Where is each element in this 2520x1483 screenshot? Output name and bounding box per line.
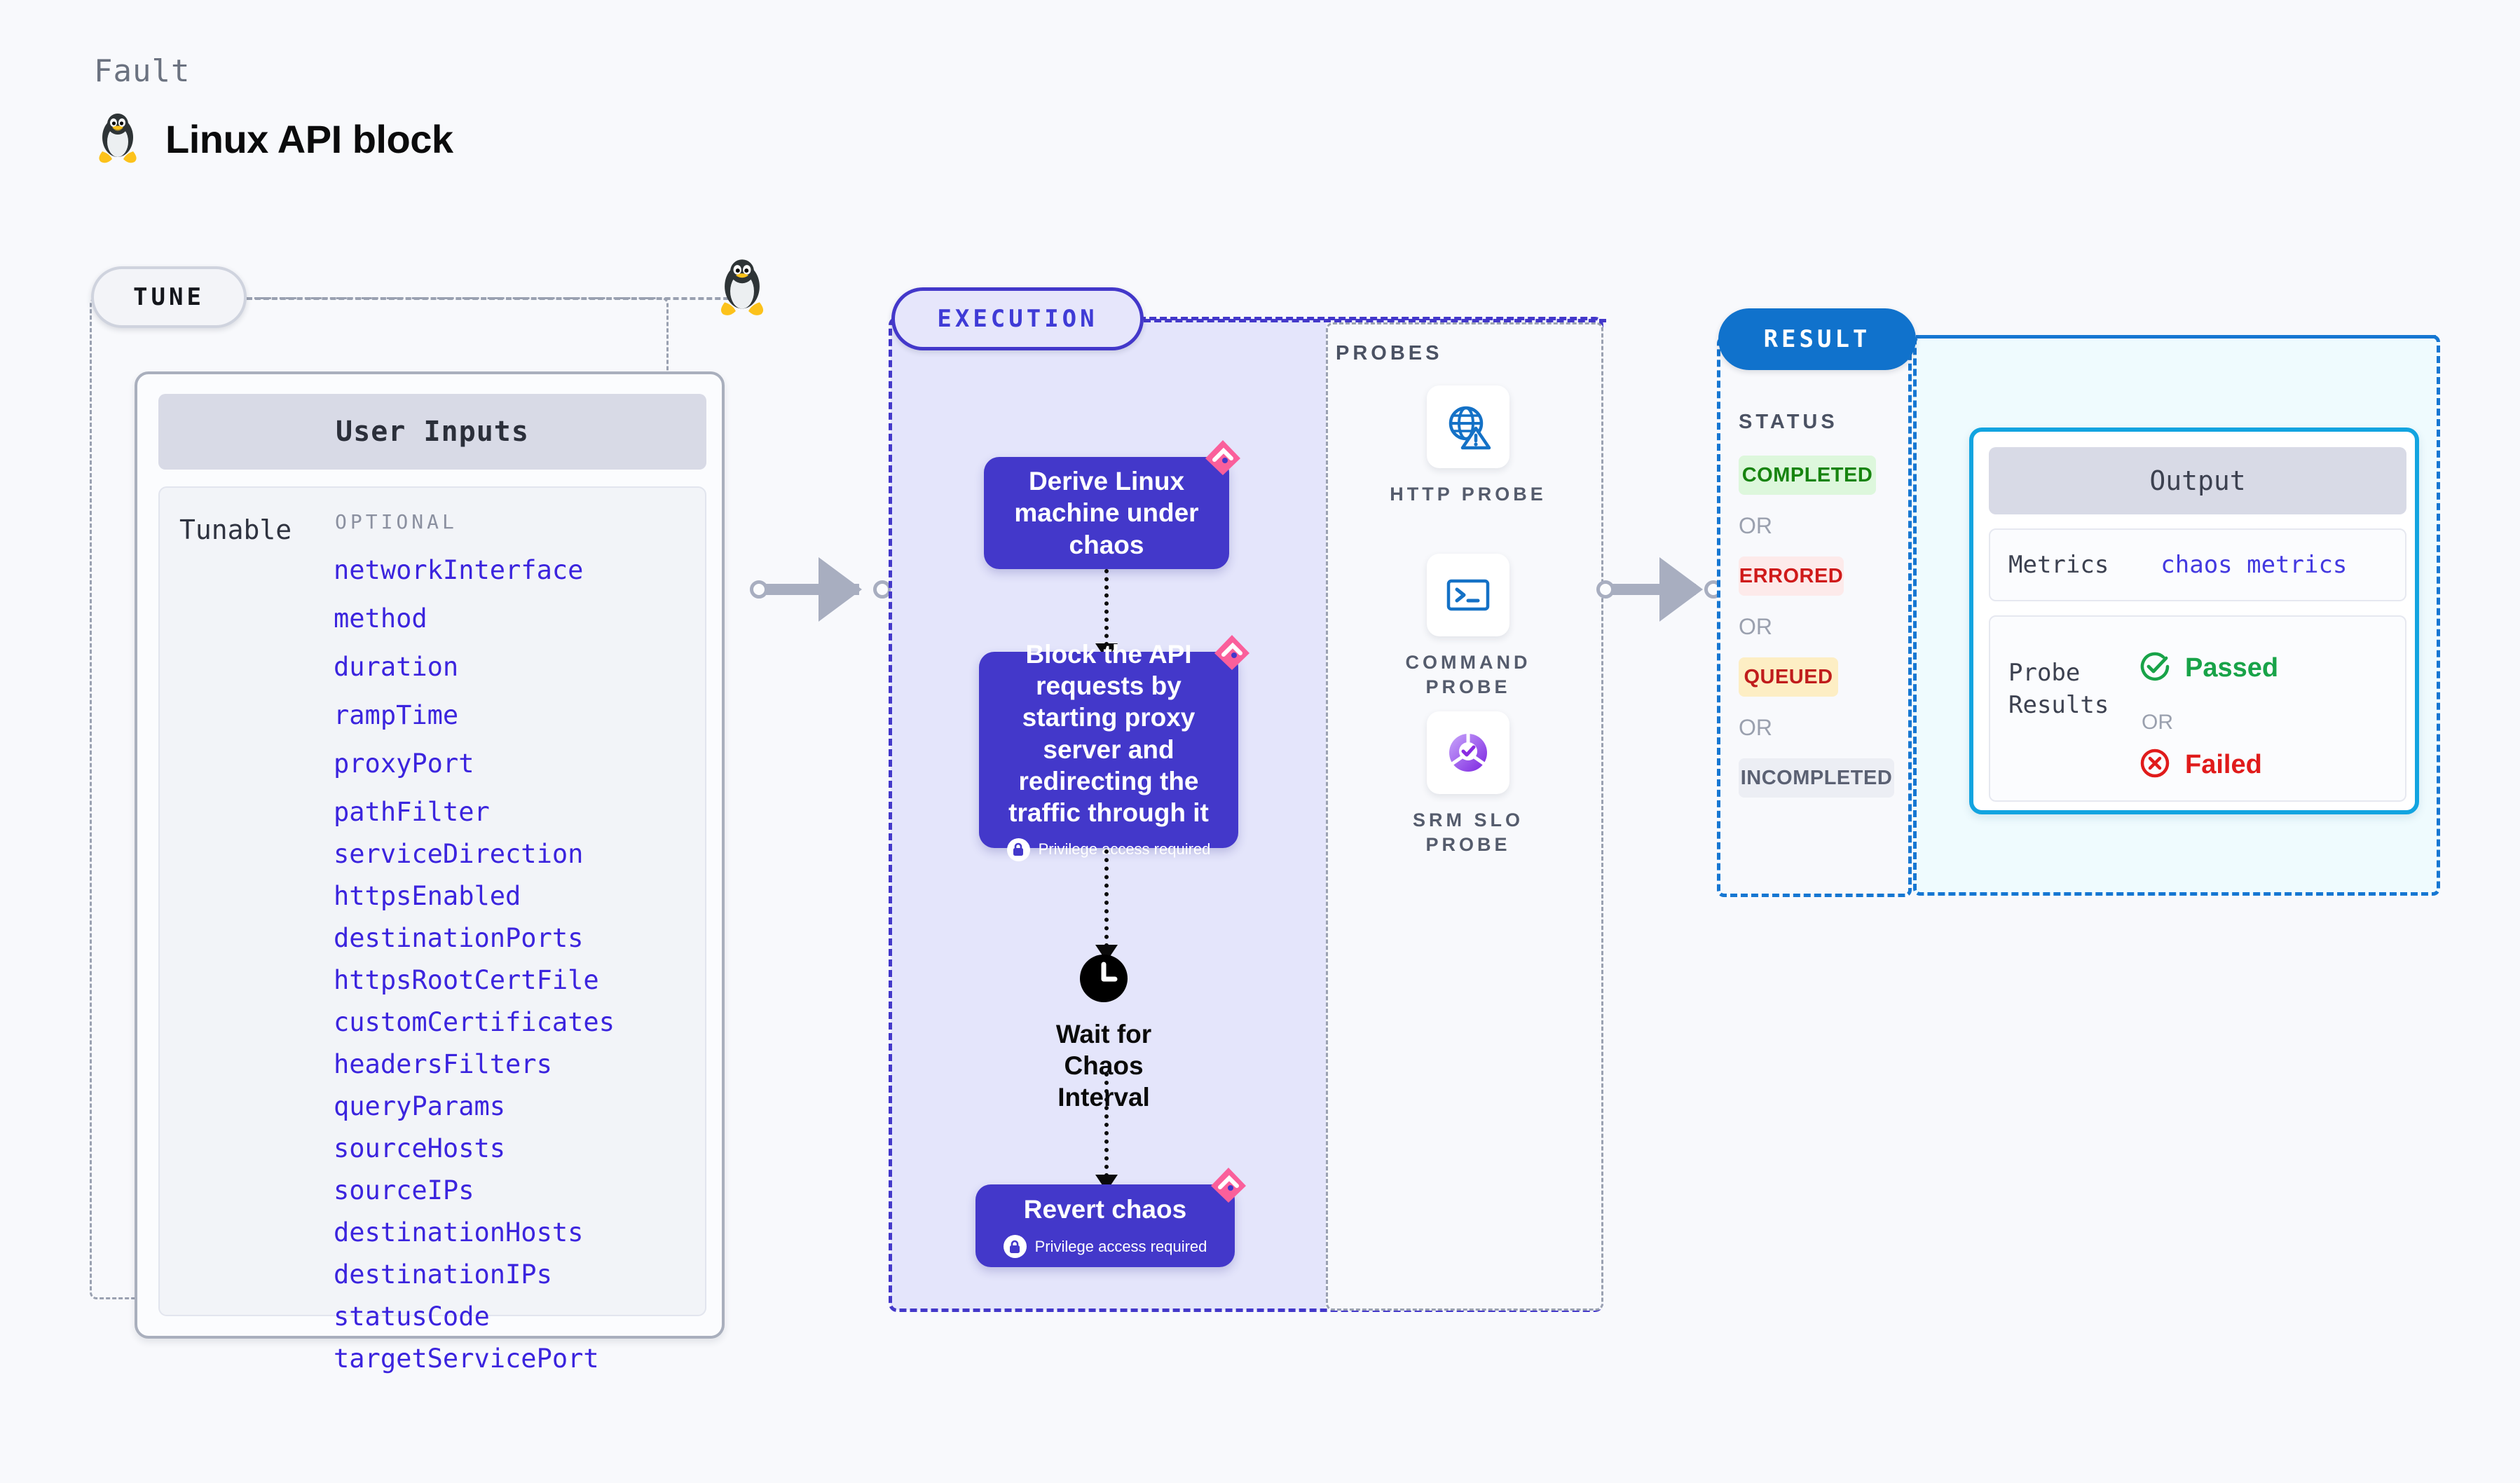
privilege-required-text: Privilege access required	[1034, 1237, 1207, 1255]
or-separator: OR	[1739, 614, 1772, 639]
tunable-item[interactable]: customCertificates	[334, 1007, 615, 1037]
or-separator: OR	[2142, 711, 2173, 734]
metrics-label: Metrics	[2008, 551, 2109, 579]
probe-caption: HTTP PROBE	[1390, 484, 1547, 505]
tunable-panel: Tunable OPTIONAL networkInterface method d…	[158, 486, 706, 1374]
user-inputs-card: User Inputs Tunable OPTIONAL networkInte…	[135, 371, 725, 1374]
status-badge-errored: ERRORED	[1739, 556, 1844, 596]
flow-step-derive-machine[interactable]: Derive Linux machine under chaos	[984, 440, 1240, 569]
fault-kicker: Fault	[94, 53, 191, 89]
probes-label: PROBES	[1336, 342, 1443, 364]
or-separator: OR	[1739, 715, 1772, 740]
tunable-item[interactable]: networkInterface	[334, 555, 584, 585]
flow-step-block-api[interactable]: Block the API requests by starting proxy…	[979, 635, 1249, 861]
x-circle-icon	[2139, 747, 2171, 783]
execution-top-dashed-line	[1144, 319, 1606, 322]
probes-panel	[1326, 322, 1603, 1311]
flow-step-title: Revert chaos	[1023, 1194, 1187, 1224]
check-circle-icon	[2139, 650, 2171, 686]
globe-warning-icon	[1427, 385, 1509, 468]
status-badge-completed: COMPLETED	[1739, 456, 1876, 495]
probe-item-srm-slo[interactable]: SRM SLO PROBE	[1370, 711, 1566, 857]
user-inputs-title: User Inputs	[158, 394, 706, 470]
flow-step-revert-chaos[interactable]: Revert chaos Privilege access required	[975, 1168, 1246, 1267]
terminal-icon	[1427, 554, 1509, 636]
optional-label: OPTIONAL	[335, 510, 458, 533]
privilege-required-badge: Privilege access required	[1003, 1235, 1207, 1259]
flow-step-title: Derive Linux machine under chaos	[1014, 467, 1199, 559]
chaos-corner-badge-icon	[1208, 1165, 1249, 1209]
metrics-value: chaos metrics	[2161, 551, 2348, 579]
execution-stage-pill[interactable]: EXECUTION	[891, 287, 1144, 350]
srm-slo-donut-icon	[1427, 711, 1509, 794]
tunable-item[interactable]: rampTime	[334, 700, 459, 730]
status-badge-incompleted: INCOMPLETED	[1739, 758, 1894, 798]
linux-penguin-icon	[95, 112, 140, 165]
tune-stage-pill[interactable]: TUNE	[91, 266, 247, 328]
tunable-list: networkInterface method duration rampTime pr…	[334, 555, 698, 1374]
tunable-item[interactable]: pathFilter	[334, 797, 490, 827]
tunable-item[interactable]: statusCode	[334, 1301, 490, 1332]
page-title: Linux API block	[165, 116, 453, 161]
chaos-corner-badge-icon	[1203, 437, 1243, 481]
tunable-item[interactable]: httpsRootCertFile	[334, 965, 599, 995]
tunable-item[interactable]: method	[334, 603, 427, 634]
result-top-dashed-line	[1916, 335, 2436, 339]
tunable-item[interactable]: headersFilters	[334, 1049, 552, 1079]
probe-result-failed: Failed	[2139, 747, 2262, 783]
lock-icon	[1003, 1235, 1027, 1259]
flow-arrow-3	[1104, 1072, 1109, 1177]
tunable-item[interactable]: serviceDirection	[334, 839, 584, 869]
probe-result-failed-text: Failed	[2185, 750, 2262, 779]
result-status-container	[1717, 336, 1912, 897]
chaos-corner-badge-icon	[1212, 632, 1252, 676]
connector-arrowhead	[819, 557, 862, 622]
output-title: Output	[1989, 447, 2406, 514]
probe-item-http[interactable]: HTTP PROBE	[1370, 385, 1566, 507]
probe-caption: COMMAND PROBE	[1405, 652, 1531, 698]
status-label: STATUS	[1739, 411, 1838, 433]
tunable-item[interactable]: proxyPort	[334, 749, 474, 779]
linux-penguin-node-icon	[716, 258, 768, 322]
clock-icon	[1078, 953, 1129, 1007]
tunable-item[interactable]: sourceHosts	[334, 1133, 506, 1163]
metrics-row: Metrics chaos metrics	[1989, 528, 2406, 601]
tunable-label: Tunable	[179, 514, 292, 545]
flow-step-title: Block the API requests by starting proxy…	[1008, 640, 1209, 827]
lock-icon	[1006, 838, 1030, 861]
flow-arrow-2	[1104, 849, 1109, 948]
tunable-item[interactable]: targetServicePort	[334, 1344, 599, 1374]
tunable-item[interactable]: queryParams	[334, 1091, 506, 1121]
tunable-item[interactable]: destinationPorts	[334, 923, 584, 953]
flow-step-title: Wait for Chaos Interval	[1055, 1020, 1152, 1112]
privilege-required-text: Privilege access required	[1038, 840, 1211, 859]
tunable-item[interactable]: httpsEnabled	[334, 881, 521, 911]
flow-arrow-1	[1104, 569, 1109, 646]
privilege-required-badge: Privilege access required	[1006, 838, 1211, 861]
probe-result-passed-text: Passed	[2185, 653, 2279, 683]
tunable-item[interactable]: destinationIPs	[334, 1259, 552, 1290]
probe-item-command[interactable]: COMMAND PROBE	[1370, 554, 1566, 699]
status-badge-queued: QUEUED	[1739, 657, 1838, 697]
tunable-item[interactable]: sourceIPs	[334, 1175, 474, 1205]
tune-top-dashed-line	[247, 297, 746, 300]
probe-result-passed: Passed	[2139, 650, 2278, 686]
tunable-item[interactable]: destinationHosts	[334, 1217, 584, 1248]
or-separator: OR	[1739, 513, 1772, 538]
page-title-row: Linux API block	[95, 112, 453, 165]
flow-step-wait-interval: Wait for Chaos Interval	[1020, 953, 1188, 1113]
probe-caption: SRM SLO PROBE	[1412, 809, 1523, 856]
tunable-item[interactable]: duration	[334, 652, 459, 682]
result-stage-pill[interactable]: RESULT	[1718, 308, 1916, 370]
connector-arrowhead	[1659, 557, 1703, 622]
